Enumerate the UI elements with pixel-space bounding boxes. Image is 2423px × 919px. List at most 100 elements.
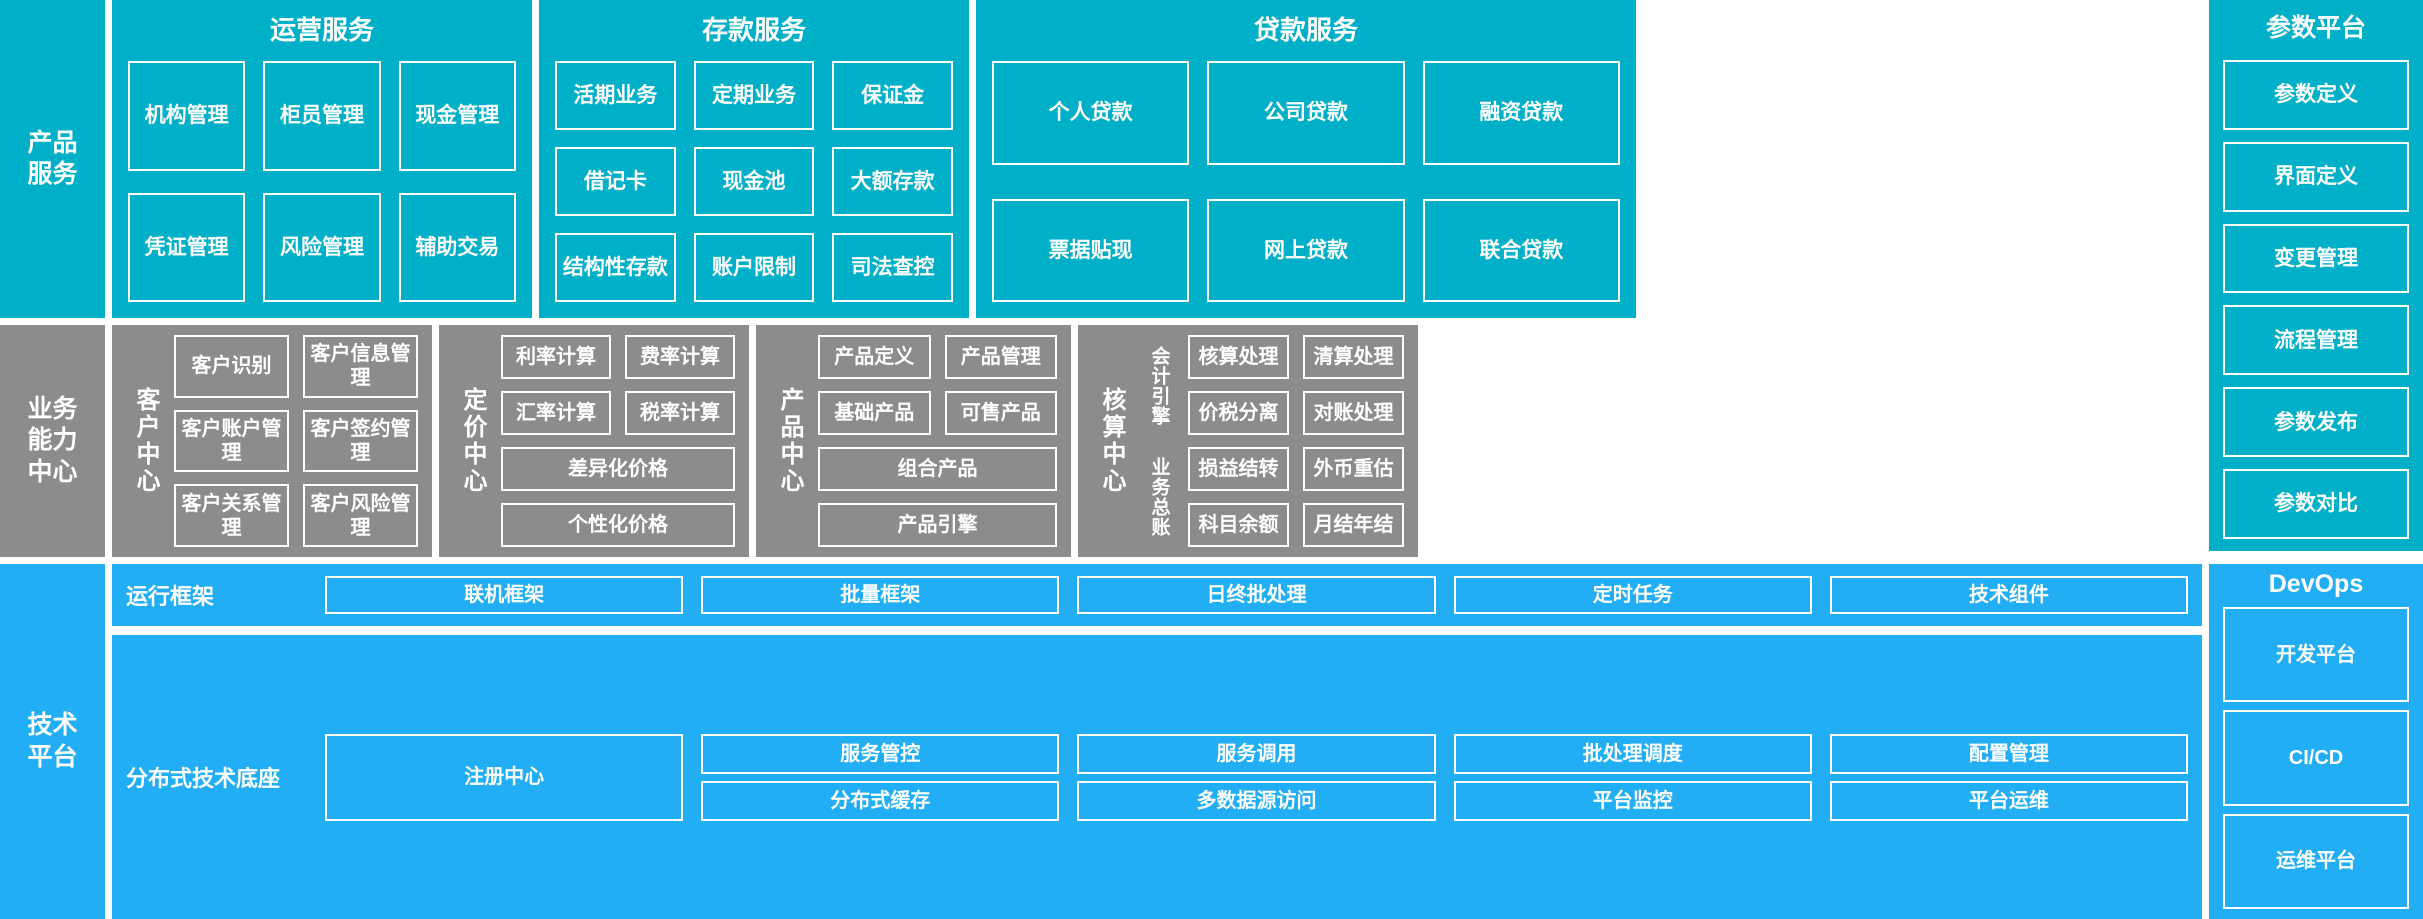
tile-customer-info-management[interactable]: 客户信息管理 [303, 335, 418, 398]
tile-row: 票据贴现 网上贷款 联合贷款 [992, 198, 1620, 302]
lane-label-line-2: 平台 [27, 742, 78, 771]
tile-financing-loan[interactable]: 融资贷款 [1422, 61, 1620, 165]
band-column: 批量框架 [701, 576, 1060, 614]
tile-differentiated-price[interactable]: 差异化价格 [501, 447, 735, 491]
tile-row: 客户识别 客户信息管理 [174, 335, 418, 398]
tile-multi-datasource-access[interactable]: 多数据源访问 [1077, 780, 1436, 821]
band-column: 服务调用 多数据源访问 [1077, 733, 1436, 821]
tile-interest-rate-calc[interactable]: 利率计算 [501, 335, 611, 379]
tile-structured-deposit[interactable]: 结构性存款 [555, 233, 676, 302]
tile-technical-components[interactable]: 技术组件 [1829, 576, 2189, 614]
tile-row: 个性化价格 [501, 503, 735, 547]
tile-product-definition[interactable]: 产品定义 [818, 335, 931, 379]
tile-time-deposit[interactable]: 定期业务 [693, 61, 815, 130]
tile-product-engine[interactable]: 产品引擎 [818, 503, 1057, 547]
tile-parameter-compare[interactable]: 参数对比 [2223, 469, 2409, 539]
tile-tax-rate-calc[interactable]: 税率计算 [625, 391, 735, 435]
tile-row: 产品定义 产品管理 [818, 335, 1057, 379]
group-devops: DevOps 开发平台 CI/CD 运维平台 [2209, 564, 2423, 919]
tile-process-management[interactable]: 流程管理 [2223, 305, 2409, 376]
tile-customer-risk-management[interactable]: 客户风险管理 [303, 484, 418, 548]
layer-product-service: 产品 服务 运营服务 机构管理 柜员管理 现金管理 凭证管理 风险管理 辅助交易 [0, 0, 2423, 551]
tile-eod-batch-processing[interactable]: 日终批处理 [1077, 576, 1436, 614]
tile-row: 损益结转 外币重估 [1188, 447, 1404, 491]
tile-row: 结构性存款 账户限制 司法查控 [555, 233, 954, 302]
lane-label-business-capability: 业务 能力 中心 [0, 325, 105, 557]
tile-personal-loan[interactable]: 个人贷款 [992, 61, 1190, 165]
tile-row: 客户关系管理 客户风险管理 [174, 484, 418, 548]
tile-month-year-end-closing[interactable]: 月结年结 [1303, 503, 1404, 547]
tile-interface-definition[interactable]: 界面定义 [2223, 141, 2409, 212]
tile-row: 科目余额 月结年结 [1188, 503, 1404, 547]
tile-batch-framework[interactable]: 批量框架 [701, 576, 1060, 614]
tile-auxiliary-transaction[interactable]: 辅助交易 [398, 192, 516, 302]
tile-teller-management[interactable]: 柜员管理 [263, 61, 381, 171]
tile-accounting-processing[interactable]: 核算处理 [1188, 335, 1289, 379]
tile-ops-platform[interactable]: 运维平台 [2223, 813, 2409, 909]
tile-fee-rate-calc[interactable]: 费率计算 [625, 335, 735, 379]
tile-voucher-management[interactable]: 凭证管理 [128, 192, 246, 302]
group-title-deposit-service: 存款服务 [701, 15, 806, 45]
tile-foreign-currency-revaluation[interactable]: 外币重估 [1303, 447, 1404, 491]
group-product-center: 产品中心 产品定义 产品管理 基础产品 可售产品 组合产品 产品引擎 [756, 325, 1071, 557]
tile-customer-relationship-management[interactable]: 客户关系管理 [174, 484, 289, 548]
param-platform-spacer-2 [1425, 325, 1639, 557]
tile-platform-monitoring[interactable]: 平台监控 [1453, 780, 1812, 821]
tile-account-restriction[interactable]: 账户限制 [693, 233, 815, 302]
tile-sellable-product[interactable]: 可售产品 [944, 391, 1057, 435]
band-column: 日终批处理 [1077, 576, 1436, 614]
tile-settlement-processing[interactable]: 清算处理 [1303, 335, 1404, 379]
lane-label-product-service: 产品 服务 [0, 0, 105, 318]
tile-dev-platform[interactable]: 开发平台 [2223, 607, 2409, 703]
tile-batch-scheduling[interactable]: 批处理调度 [1453, 733, 1812, 774]
tile-org-management[interactable]: 机构管理 [128, 61, 246, 171]
tile-profit-loss-carryover[interactable]: 损益结转 [1188, 447, 1289, 491]
tile-online-framework[interactable]: 联机框架 [325, 576, 684, 614]
tile-service-invocation[interactable]: 服务调用 [1077, 733, 1436, 774]
lane-label-line-2: 服务 [27, 160, 78, 188]
lane-label-line-2: 能力 [27, 426, 78, 455]
tile-scheduled-task[interactable]: 定时任务 [1453, 576, 1812, 614]
tile-parameter-release[interactable]: 参数发布 [2223, 387, 2409, 458]
tile-account-balance[interactable]: 科目余额 [1188, 503, 1289, 547]
tile-cash-pool[interactable]: 现金池 [693, 147, 815, 216]
group-operation-service: 运营服务 机构管理 柜员管理 现金管理 凭证管理 风险管理 辅助交易 [112, 0, 532, 318]
tile-online-loan[interactable]: 网上贷款 [1207, 198, 1405, 302]
tile-syndicated-loan[interactable]: 联合贷款 [1422, 198, 1620, 302]
tile-risk-management[interactable]: 风险管理 [263, 192, 381, 302]
tile-basic-product[interactable]: 基础产品 [818, 391, 931, 435]
tile-change-management[interactable]: 变更管理 [2223, 223, 2409, 294]
tile-price-tax-separation[interactable]: 价税分离 [1188, 391, 1289, 435]
tile-debit-card[interactable]: 借记卡 [555, 147, 676, 216]
tile-service-governance[interactable]: 服务管控 [701, 733, 1060, 774]
tile-customer-contract-management[interactable]: 客户签约管理 [303, 409, 418, 473]
tile-distributed-cache[interactable]: 分布式缓存 [701, 780, 1060, 821]
tile-margin-deposit[interactable]: 保证金 [832, 61, 954, 130]
band-label-distributed-tech-base: 分布式技术底座 [126, 766, 281, 791]
tile-bill-discount[interactable]: 票据贴现 [992, 198, 1190, 302]
tile-ci-cd[interactable]: CI/CD [2223, 710, 2409, 806]
tile-large-deposit[interactable]: 大额存款 [832, 147, 954, 216]
tile-customer-identification[interactable]: 客户识别 [174, 335, 289, 398]
tile-exchange-rate-calc[interactable]: 汇率计算 [501, 391, 611, 435]
tile-platform-operations[interactable]: 平台运维 [1829, 780, 2189, 821]
tile-composite-product[interactable]: 组合产品 [818, 447, 1057, 491]
tile-configuration-management[interactable]: 配置管理 [1829, 733, 2189, 774]
tile-reconciliation-processing[interactable]: 对账处理 [1303, 391, 1404, 435]
tile-row: 机构管理 柜员管理 现金管理 [128, 61, 516, 171]
tile-row: 产品引擎 [818, 503, 1057, 547]
band-column: 服务管控 分布式缓存 [701, 733, 1060, 821]
tile-registry-center[interactable]: 注册中心 [325, 733, 684, 821]
tile-product-management[interactable]: 产品管理 [944, 335, 1057, 379]
tile-corporate-loan[interactable]: 公司贷款 [1207, 61, 1405, 165]
tile-customer-account-management[interactable]: 客户账户管理 [174, 409, 289, 473]
tile-personalized-price[interactable]: 个性化价格 [501, 503, 735, 547]
tile-judicial-control[interactable]: 司法查控 [832, 233, 954, 302]
group-deposit-service: 存款服务 活期业务 定期业务 保证金 借记卡 现金池 大额存款 结构性存款 账户… [539, 0, 969, 318]
lane-label-tech-platform: 技术 平台 [0, 564, 105, 919]
tile-demand-deposit[interactable]: 活期业务 [555, 61, 676, 130]
tile-parameter-definition[interactable]: 参数定义 [2223, 60, 2409, 130]
tile-row: 价税分离 对账处理 [1188, 391, 1404, 435]
group-customer-center: 客户中心 客户识别 客户信息管理 客户账户管理 客户签约管理 客户关系管理 客户… [112, 325, 432, 557]
tile-cash-management[interactable]: 现金管理 [398, 61, 516, 171]
